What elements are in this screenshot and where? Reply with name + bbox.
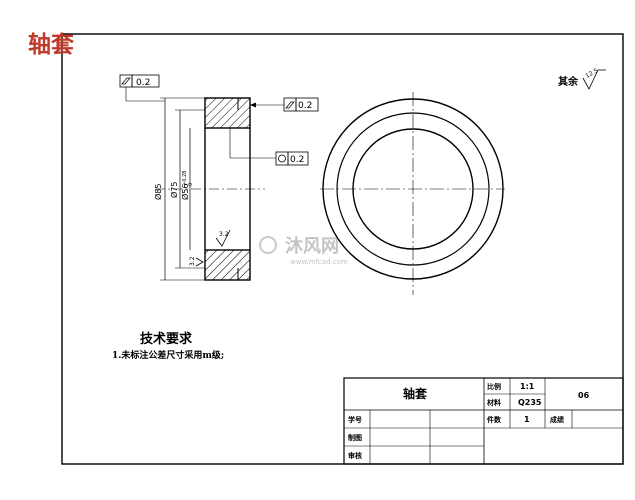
roughness-note-label: 其余 (558, 75, 579, 88)
dim-mid-dia: Ø75 (169, 182, 179, 198)
roughness-mark-icon (215, 229, 231, 247)
cylindricity-icon (285, 101, 295, 109)
title-block: 轴套 比例 1:1 材料 Q235 06 件数 1 成绩 学号 制图 审核 (343, 377, 624, 465)
scale-value: 1:1 (520, 382, 535, 391)
outer-circle (322, 98, 504, 280)
drawing-number: 06 (578, 391, 590, 400)
student-label: 学号 (348, 415, 362, 424)
roughness-symbol-icon (582, 69, 606, 90)
watermark-url: www.mfcad.com (290, 258, 348, 266)
tech-req-heading: 技术要求 (140, 331, 193, 347)
dim-roughness-b: 3.2 (189, 256, 196, 266)
watermark: 沐风网 www.mfcad.com (259, 235, 348, 266)
grade-label: 成绩 (550, 415, 564, 424)
circularity-icon (278, 154, 286, 163)
tech-req-item: 1.未标注公差尺寸采用m级; (112, 349, 224, 361)
part-name: 轴套 (403, 386, 428, 401)
roughness-mark-icon (195, 257, 204, 267)
tolerance-frame: 0.2 (250, 97, 319, 112)
front-view (320, 92, 505, 295)
section-hatch-bottom (204, 249, 251, 281)
bore-circle (352, 128, 474, 250)
watermark-logo-icon (259, 236, 277, 254)
dim-bore-dia: Ø56 (180, 184, 190, 200)
quantity-value: 1 (524, 415, 530, 424)
section-view: Ø85 Ø75 Ø56 +0.28 0 3.2 3.2 0.2 0.2 (119, 74, 319, 281)
roughness-note-value: 12.5 (584, 67, 599, 80)
watermark-brand: 沐风网 (285, 235, 339, 257)
checked-label: 审核 (348, 451, 362, 460)
tolerance-frame: 0.2 (119, 74, 165, 102)
tolerance-value: 0.2 (136, 78, 150, 88)
quantity-label: 件数 (487, 415, 502, 424)
corner-title: 轴套 (28, 31, 74, 58)
drawing-border (61, 33, 624, 465)
tolerance-value: 0.2 (298, 101, 312, 111)
scale-label: 比例 (487, 382, 501, 391)
middle-circle (336, 112, 490, 266)
drawn-label: 制图 (348, 433, 362, 442)
dim-outer-dia: Ø85 (153, 184, 163, 200)
material-label: 材料 (486, 398, 501, 407)
material-value: Q235 (518, 398, 542, 407)
dim-bore-tol-upper: +0.28 (182, 171, 188, 186)
tolerance-value: 0.2 (290, 155, 304, 165)
cylindricity-icon (121, 77, 131, 85)
section-hatch-top (204, 97, 251, 129)
tolerance-frame: 0.2 (229, 128, 309, 166)
dim-roughness-a: 3.2 (219, 231, 229, 238)
dim-bore-tol-lower: 0 (188, 183, 194, 186)
roughness-note: 其余 12.5 (558, 67, 606, 90)
